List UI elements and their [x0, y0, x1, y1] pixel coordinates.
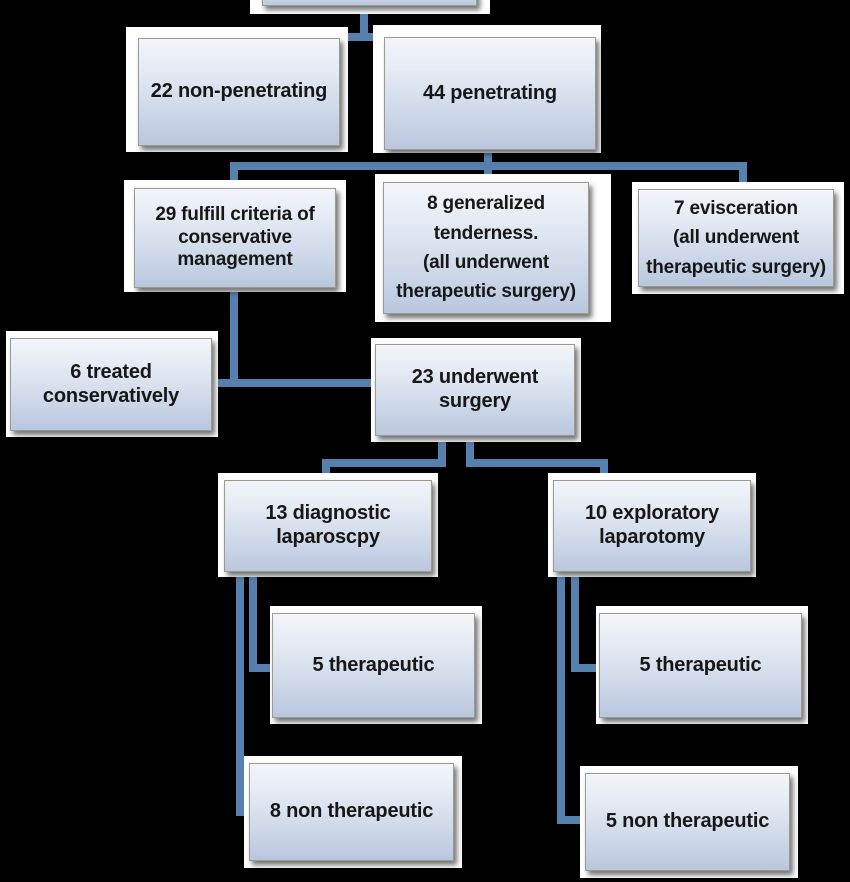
- node-laparoscopy-non-therapeutic[interactable]: 8 non therapeutic: [249, 763, 454, 861]
- node-non-penetrating-label: 22 non-penetrating: [150, 80, 328, 103]
- connector-pen-to-tenderness: [484, 162, 492, 184]
- connector-criteria-stem: [230, 282, 238, 383]
- node-laparotomy-non-therapeutic[interactable]: 5 non therapeutic: [585, 773, 790, 871]
- node-underwent-surgery-label: 23 underwent surgery: [411, 366, 539, 412]
- connector-surgery-to-laparoscopy: [322, 459, 330, 484]
- node-laparotomy-therapeutic[interactable]: 5 therapeutic: [599, 613, 802, 718]
- node-laparoscopy-therapeutic[interactable]: 5 therapeutic: [272, 613, 475, 718]
- connector-laparoscopy-to-nontherapeutic: [236, 570, 244, 816]
- node-evisceration-label: 7 evisceration (all underwent therapeuti…: [646, 197, 826, 278]
- node-laparoscopy-non-therapeutic-label: 8 non therapeutic: [269, 800, 434, 823]
- connector-pen-to-evisceration: [739, 162, 747, 192]
- connector-surgery-left-bus: [322, 459, 446, 467]
- node-exploratory-laparotomy[interactable]: 10 exploratory laparotomy: [553, 480, 751, 572]
- node-treated-conservatively[interactable]: 6 treated conservatively: [10, 338, 212, 431]
- node-diagnostic-laparoscopy[interactable]: 13 diagnostic laparoscpy: [224, 480, 432, 572]
- connector-pen-stem: [484, 148, 492, 168]
- node-generalized-tenderness-label: 8 generalized tenderness. (all underwent…: [396, 193, 576, 303]
- connector-surgery-to-laparotomy: [600, 459, 608, 484]
- node-evisceration[interactable]: 7 evisceration (all underwent therapeuti…: [638, 189, 834, 287]
- connector-laparotomy-nontherapeutic-arm: [557, 816, 585, 824]
- node-laparotomy-therapeutic-label: 5 therapeutic: [639, 653, 762, 676]
- node-treated-conservatively-label: 6 treated conservatively: [42, 360, 180, 407]
- connector-laparotomy-to-therapeutic: [571, 570, 579, 670]
- node-exploratory-laparotomy-label: 10 exploratory laparotomy: [585, 502, 719, 548]
- node-laparoscopy-therapeutic-label: 5 therapeutic: [312, 653, 435, 676]
- connector-laparoscopy-therapeutic-arm: [249, 664, 274, 672]
- node-underwent-surgery[interactable]: 23 underwent surgery: [375, 344, 575, 436]
- node-conservative-criteria-label: 29 fulfill criteria of conservative mana…: [155, 204, 315, 271]
- connector-criteria-bus: [188, 379, 378, 387]
- connector-laparoscopy-to-therapeutic: [249, 570, 257, 670]
- node-penetrating[interactable]: 44 penetrating: [384, 37, 596, 150]
- connector-surgery-right-stem: [466, 434, 474, 466]
- connector-pen-to-criteria: [230, 162, 238, 192]
- node-penetrating-label: 44 penetrating: [423, 81, 557, 104]
- node-conservative-criteria[interactable]: 29 fulfill criteria of conservative mana…: [134, 188, 336, 288]
- connector-root-bus: [238, 33, 500, 41]
- connector-laparotomy-therapeutic-arm: [571, 664, 599, 672]
- connector-surgery-right-bus: [466, 459, 608, 467]
- node-root-partial[interactable]: [262, 0, 477, 6]
- node-non-penetrating[interactable]: 22 non-penetrating: [138, 38, 340, 146]
- node-generalized-tenderness[interactable]: 8 generalized tenderness. (all underwent…: [383, 182, 589, 314]
- connector-laparotomy-to-nontherapeutic: [557, 570, 565, 824]
- node-diagnostic-laparoscopy-label: 13 diagnostic laparoscpy: [265, 502, 391, 548]
- node-laparotomy-non-therapeutic-label: 5 non therapeutic: [605, 810, 770, 833]
- connector-surgery-left-stem: [438, 434, 446, 466]
- connector-root-stem: [360, 0, 368, 33]
